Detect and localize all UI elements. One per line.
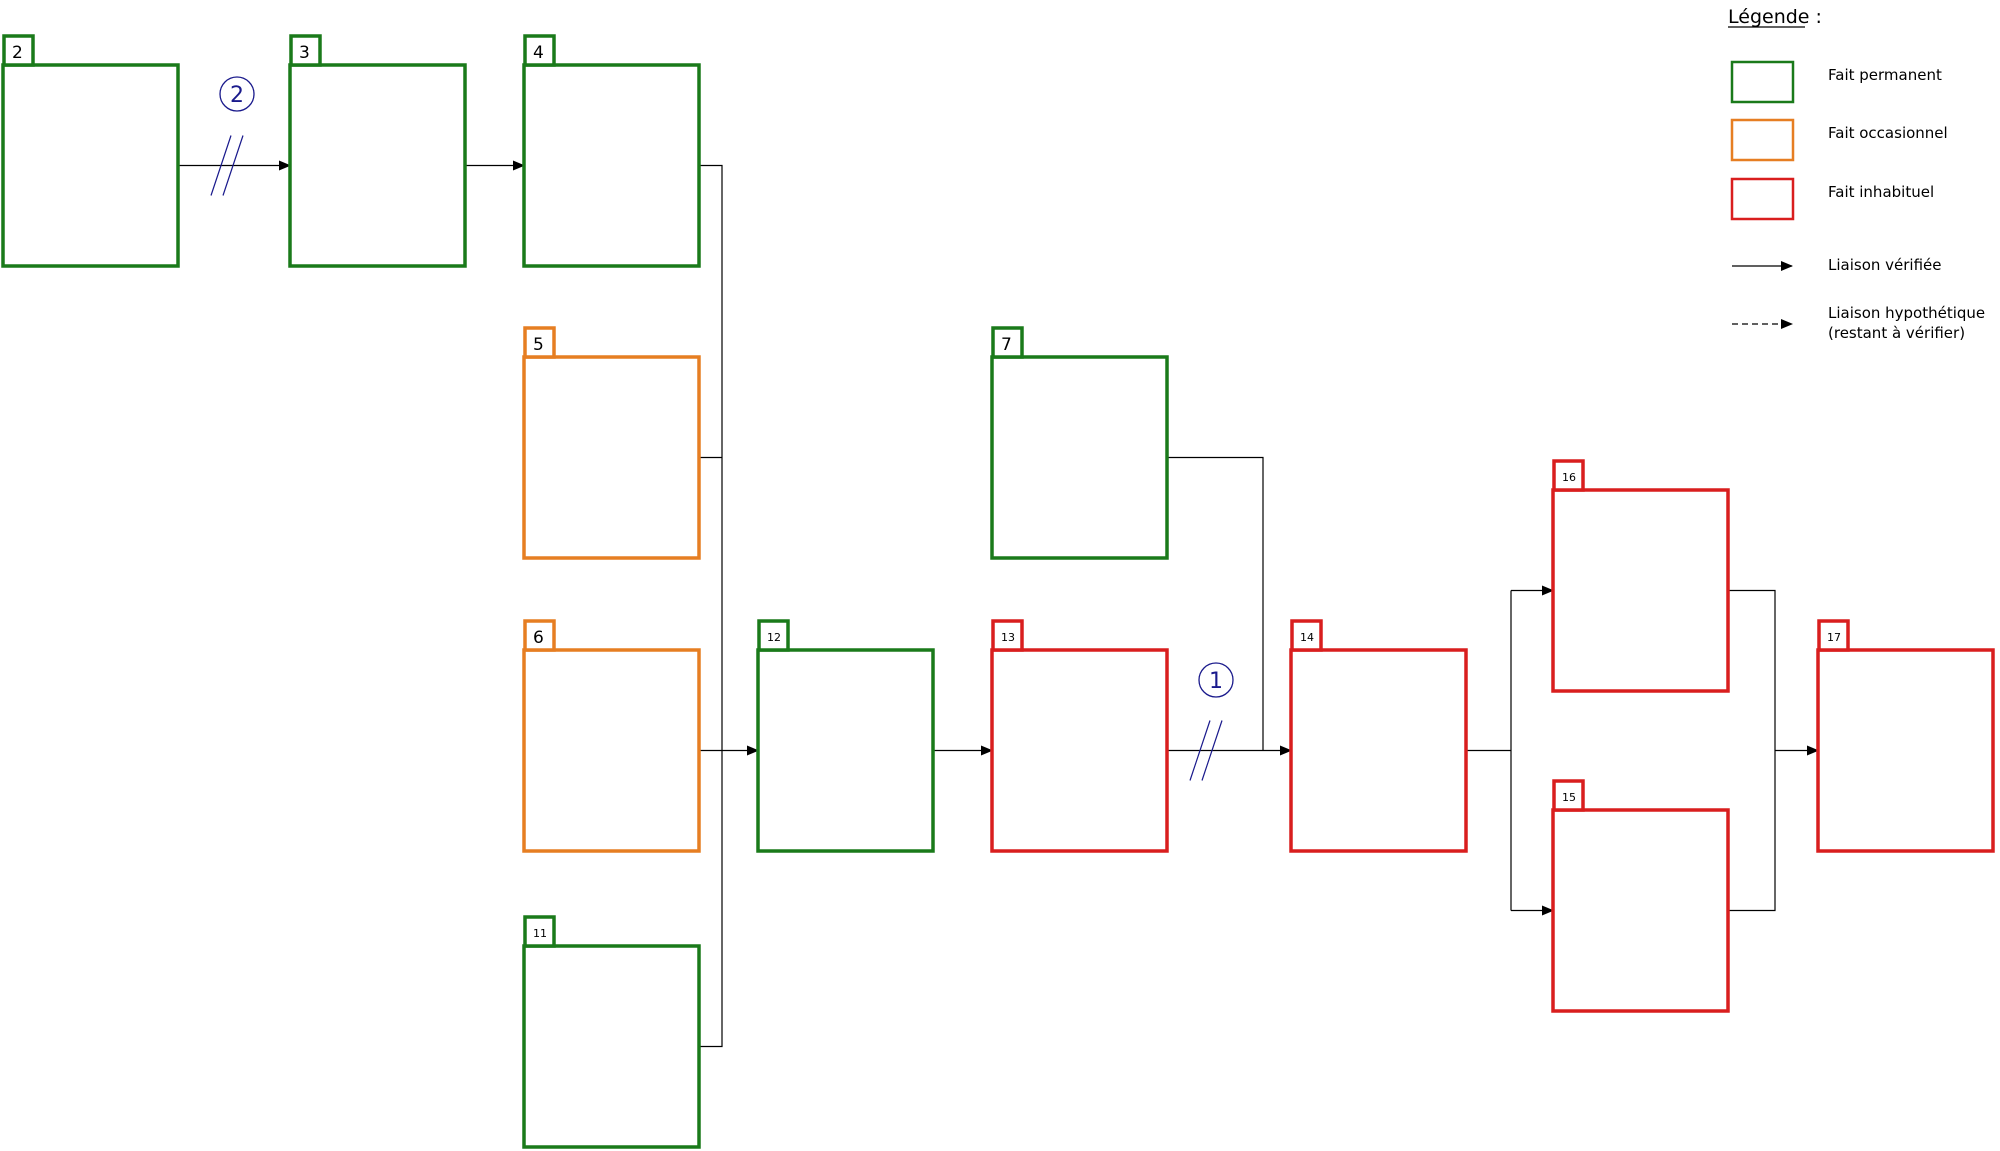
event-box: [1551, 488, 1730, 693]
event-node-7: 7: [990, 326, 1169, 560]
event-node-4: 4: [522, 34, 701, 268]
event-number-tab: [523, 34, 556, 67]
legend-swatch-occasionnel: [1730, 118, 1795, 162]
event-box: [990, 355, 1169, 560]
legend-label-hypothetical-line2: (restant à vérifier): [1828, 324, 1965, 342]
legend-swatch-inhabituel: [1730, 177, 1795, 221]
event-box: [288, 63, 467, 268]
legend-title: Légende :: [1728, 6, 1822, 28]
event-box: [522, 63, 701, 268]
event-node-2: 2: [1, 34, 180, 268]
event-node-12: 12: [756, 619, 935, 853]
event-number-tab: [523, 619, 556, 652]
event-node-6: 6: [522, 619, 701, 853]
link-join-16-15: [1728, 589, 1776, 912]
event-box: [522, 944, 701, 1149]
break-marker: 2: [210, 76, 255, 196]
event-box: [522, 648, 701, 853]
event-number-tab: [1817, 619, 1850, 652]
event-node-5: 5: [522, 326, 701, 560]
event-box: [1, 63, 180, 268]
event-number: 3: [299, 43, 310, 63]
event-number: 13: [1001, 631, 1015, 644]
event-number: 14: [1300, 631, 1314, 644]
break-marker-number: 1: [1209, 669, 1223, 694]
break-marker-circle: [219, 76, 255, 112]
event-number: 5: [533, 335, 544, 355]
event-number-tab: [991, 619, 1024, 652]
event-node-16: 16: [1551, 459, 1730, 693]
event-number: 17: [1827, 631, 1841, 644]
event-node-17: 17: [1816, 619, 1995, 853]
legend: Légende : Fait permanent Fait occasionne…: [1728, 6, 1985, 342]
link-bus-4-11: [699, 164, 723, 1048]
event-number: 16: [1562, 471, 1576, 484]
legend-label-inhabituel: Fait inhabituel: [1828, 183, 1934, 201]
event-number-tab: [289, 34, 322, 67]
break-marker-circle: [1198, 662, 1234, 698]
event-node-3: 3: [288, 34, 467, 268]
event-number-tab: [1552, 779, 1585, 812]
link-7-14: [1167, 456, 1264, 751]
event-node-11: 11: [522, 915, 701, 1149]
event-box: [1289, 648, 1468, 853]
event-number: 15: [1562, 791, 1576, 804]
event-box: [756, 648, 935, 853]
event-number-tab: [523, 326, 556, 359]
event-number: 2: [12, 43, 23, 63]
event-number-tab: [991, 326, 1024, 359]
event-number-tab: [1552, 459, 1585, 492]
legend-label-occasionnel: Fait occasionnel: [1828, 124, 1948, 142]
event-box: [1816, 648, 1995, 853]
event-number-tab: [1290, 619, 1323, 652]
event-box: [990, 648, 1169, 853]
legend-swatch-permanent: [1730, 60, 1795, 104]
event-number-tab: [757, 619, 790, 652]
event-box: [522, 355, 701, 560]
links-layer: 21: [178, 76, 1819, 1048]
event-node-13: 13: [990, 619, 1169, 853]
event-number-tab: [2, 34, 35, 67]
legend-label-hypothetical-line1: Liaison hypothétique: [1828, 304, 1985, 322]
event-number: 6: [533, 628, 544, 648]
event-node-14: 14: [1289, 619, 1468, 853]
break-marker-number: 2: [230, 83, 244, 108]
event-number: 12: [767, 631, 781, 644]
break-marker: 1: [1189, 662, 1234, 781]
event-number: 4: [533, 43, 544, 63]
event-number: 7: [1001, 335, 1012, 355]
event-number: 11: [533, 927, 547, 940]
event-box: [1551, 808, 1730, 1013]
legend-label-verified: Liaison vérifiée: [1828, 256, 1942, 274]
event-number-tab: [523, 915, 556, 948]
legend-label-permanent: Fait permanent: [1828, 66, 1942, 84]
event-node-15: 15: [1551, 779, 1730, 1013]
